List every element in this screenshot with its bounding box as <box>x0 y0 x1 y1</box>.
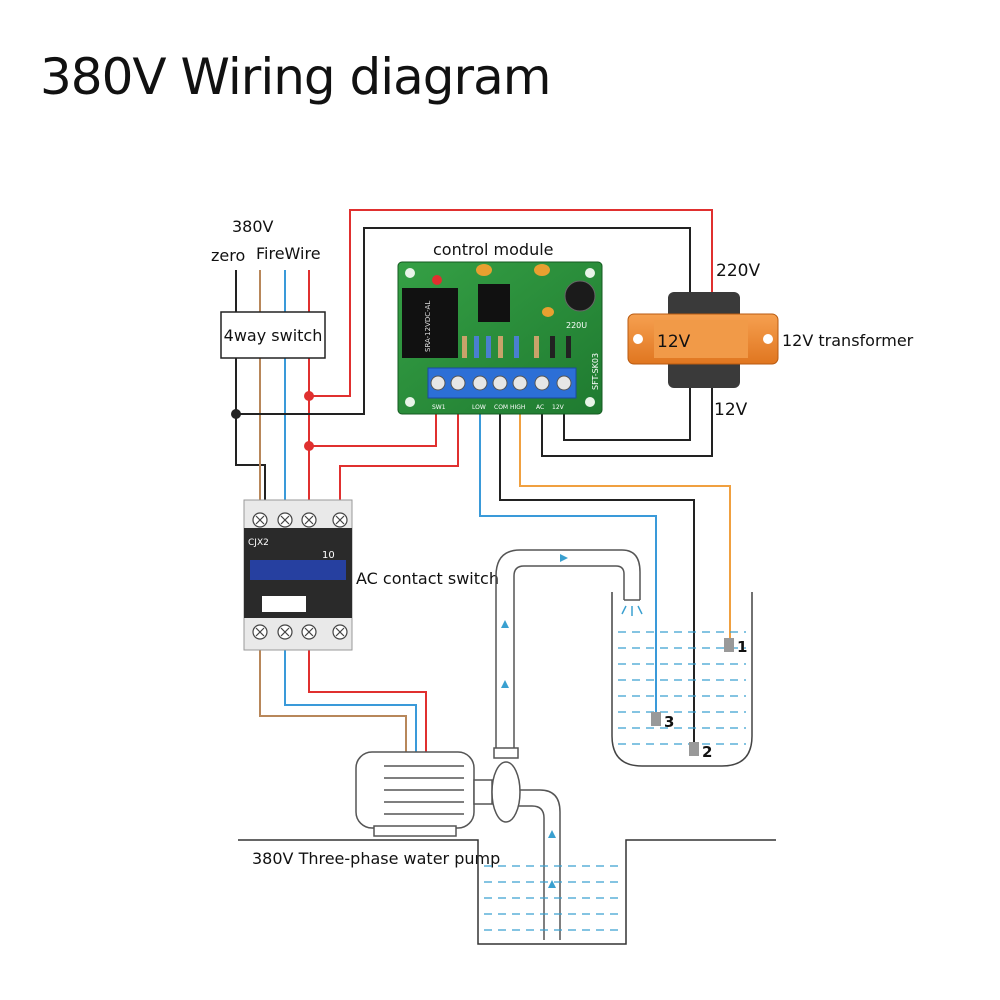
supply-voltage-label: 380V <box>232 217 274 236</box>
probe-2-label: 2 <box>702 743 712 761</box>
wire-pump-brown <box>259 645 407 752</box>
probe-3-label: 3 <box>664 713 674 731</box>
probe-1 <box>724 638 734 652</box>
contactor-rating: 10 <box>322 550 335 561</box>
board-model: SFT-SK03 <box>591 353 600 390</box>
relay <box>402 288 458 358</box>
probe-2 <box>689 742 699 756</box>
wire-red-to-coil <box>339 400 459 508</box>
four-way-switch-label: 4way switch <box>224 326 323 345</box>
terminal-screws <box>430 375 572 391</box>
terminal-label-sw1: SW1 <box>432 404 446 411</box>
firewire-label: FireWire <box>256 244 321 263</box>
capacitor <box>564 280 596 312</box>
wire-pump-blue <box>284 645 417 752</box>
transformer-12v-label: 12V <box>657 332 691 352</box>
control-module-board: SRA-12VDC-AL 220U SFT-SK03 SW1 LOW <box>397 261 603 415</box>
probe-3 <box>651 712 661 726</box>
terminal-label-com: COM <box>494 404 508 411</box>
four-way-switch <box>220 311 326 359</box>
wire-pump-red <box>308 645 427 752</box>
wire-red-to-transformer <box>309 209 713 397</box>
water-pump <box>355 747 521 837</box>
ground-line <box>238 839 776 945</box>
relay-model: SRA-12VDC-AL <box>424 301 432 352</box>
transformer <box>627 292 779 388</box>
junction-dot-black <box>231 409 241 419</box>
terminal-label-high: HIGH <box>510 404 525 411</box>
wire-red-to-sw1 <box>309 400 437 447</box>
v220-label: 220V <box>716 261 760 281</box>
control-module-label: control module <box>433 240 554 259</box>
terminal-label-low: LOW <box>472 404 486 411</box>
led <box>432 275 442 285</box>
wires <box>235 209 731 752</box>
terminal-label-12v: 12V <box>552 404 565 411</box>
junction-dot-red-2 <box>304 441 314 451</box>
pipes <box>495 549 641 940</box>
spray <box>621 605 643 616</box>
tank-water <box>618 631 746 745</box>
v12-output-label: 12V <box>714 400 748 420</box>
capacitor-value: 220U <box>566 321 587 330</box>
wire-12v-a <box>563 386 691 441</box>
flow-arrows <box>501 554 568 888</box>
water-tank <box>611 592 753 767</box>
ac-contactor <box>243 499 353 651</box>
transformer-label: 12V transformer <box>782 331 914 350</box>
contactor-model: CJX2 <box>248 538 269 548</box>
page-title: 380V Wiring diagram <box>40 48 551 106</box>
probe-1-label: 1 <box>737 638 747 656</box>
zero-label: zero <box>211 246 245 265</box>
wire-black-to-transformer <box>236 227 691 415</box>
well-water <box>484 865 620 931</box>
wire-12v-b <box>541 386 713 457</box>
ac-contact-switch-label: AC contact switch <box>356 569 499 588</box>
wire-probe-low <box>479 400 657 712</box>
pump-label: 380V Three-phase water pump <box>252 849 500 868</box>
wire-probe-com <box>499 400 695 742</box>
wire-probe-high <box>519 400 731 638</box>
junction-dot-red-1 <box>304 391 314 401</box>
ic-chip <box>478 284 510 322</box>
terminal-label-ac: AC <box>536 404 544 411</box>
